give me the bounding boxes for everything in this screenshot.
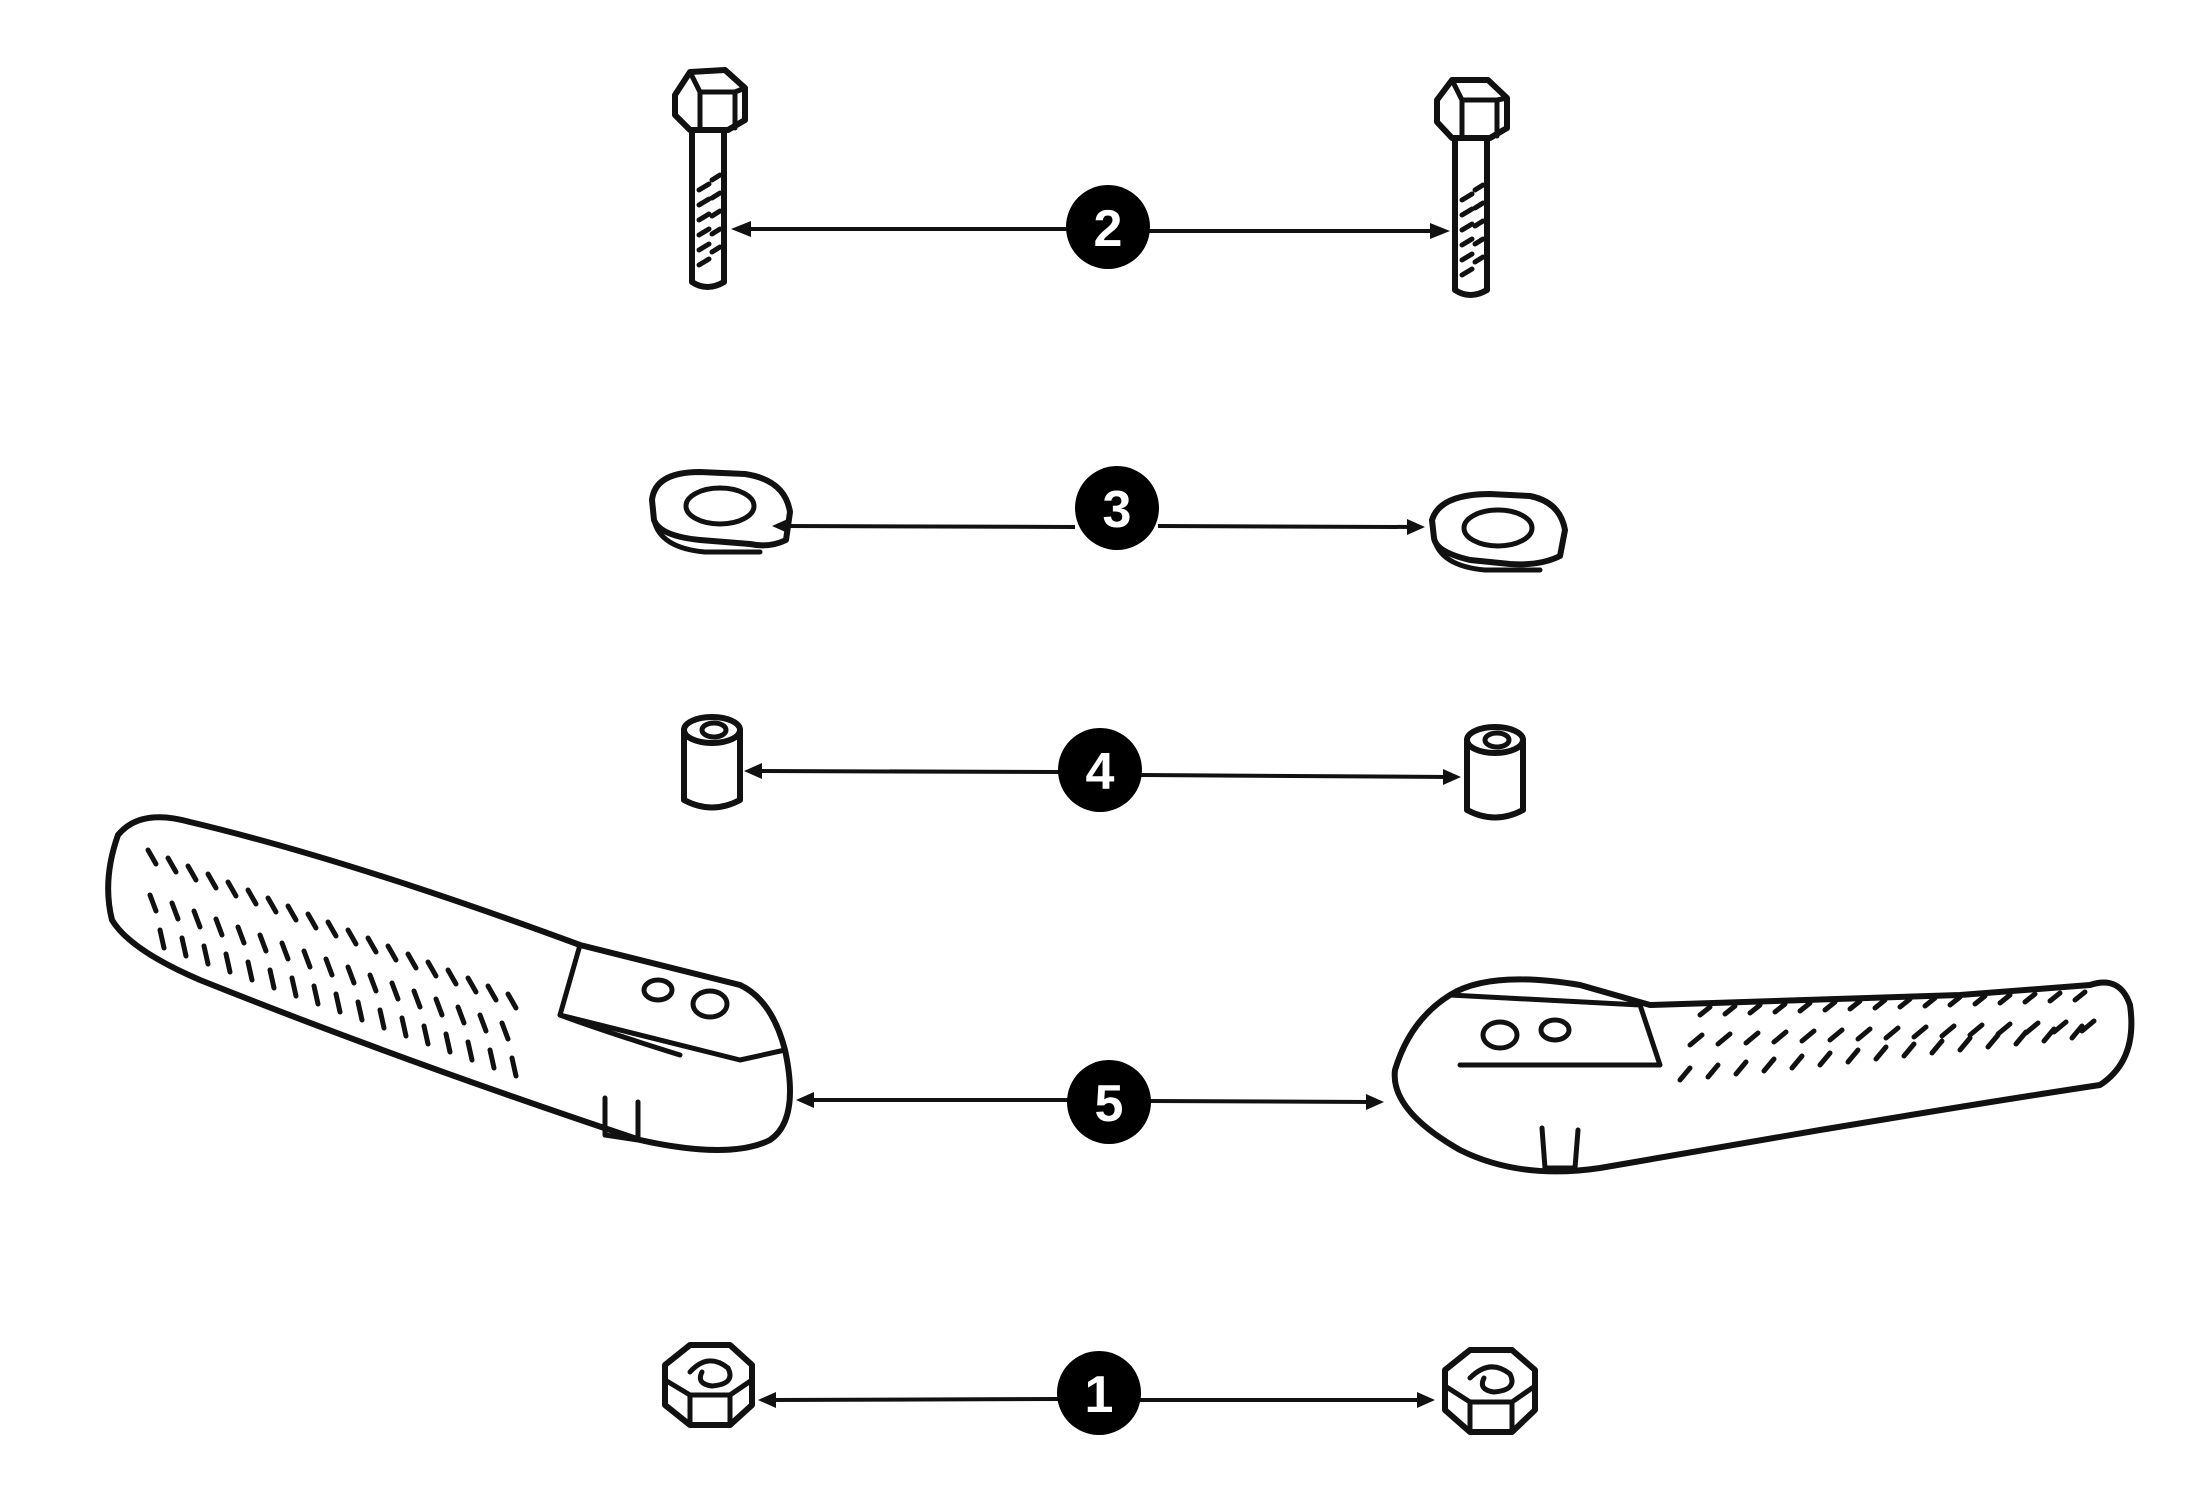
leader-washer-right xyxy=(1157,524,1414,529)
nut-left xyxy=(662,1342,755,1428)
arrow-bolt-left xyxy=(731,221,751,237)
bolt-left xyxy=(672,67,748,290)
callout-spacer-number: 4 xyxy=(1086,743,1115,801)
callout-washer: 3 xyxy=(1075,466,1159,550)
spacer-left xyxy=(681,714,743,811)
callout-bolt-number: 2 xyxy=(1094,200,1123,258)
arrowheads xyxy=(731,221,1461,1408)
leader-footrest-right xyxy=(1149,1099,1373,1104)
callout-bolt: 2 xyxy=(1066,185,1150,269)
callout-footrest: 5 xyxy=(1067,1060,1151,1144)
leader-lines xyxy=(745,227,1450,1402)
arrow-bolt-right xyxy=(1430,223,1450,239)
arrow-nut-right xyxy=(1417,1392,1435,1408)
leader-washer-left xyxy=(783,524,1076,529)
washer-right xyxy=(1429,491,1568,573)
callout-washer-number: 3 xyxy=(1103,481,1132,539)
callout-nut-number: 1 xyxy=(1085,1366,1114,1424)
arrow-spacer-right xyxy=(1443,769,1461,785)
callout-nut: 1 xyxy=(1057,1351,1141,1435)
arrow-nut-left xyxy=(758,1392,776,1408)
bolt-right xyxy=(1434,77,1510,298)
callout-footrest-number: 5 xyxy=(1095,1075,1124,1133)
leader-spacer-left xyxy=(755,769,1061,774)
nut-right xyxy=(1442,1347,1538,1435)
arrow-washer-right xyxy=(1407,519,1425,535)
spacer-right xyxy=(1464,724,1526,821)
footrest-right xyxy=(1391,976,2135,1175)
leader-spacer-right xyxy=(1139,773,1450,779)
leader-nut-left xyxy=(769,1397,1059,1402)
arrow-footrest-left xyxy=(796,1092,814,1108)
arrow-footrest-right xyxy=(1366,1094,1384,1110)
footrest-left xyxy=(105,814,793,1153)
arrow-washer-left xyxy=(772,518,790,534)
callout-spacer: 4 xyxy=(1058,728,1142,812)
washer-left xyxy=(649,469,793,555)
arrow-spacer-left xyxy=(744,763,762,779)
